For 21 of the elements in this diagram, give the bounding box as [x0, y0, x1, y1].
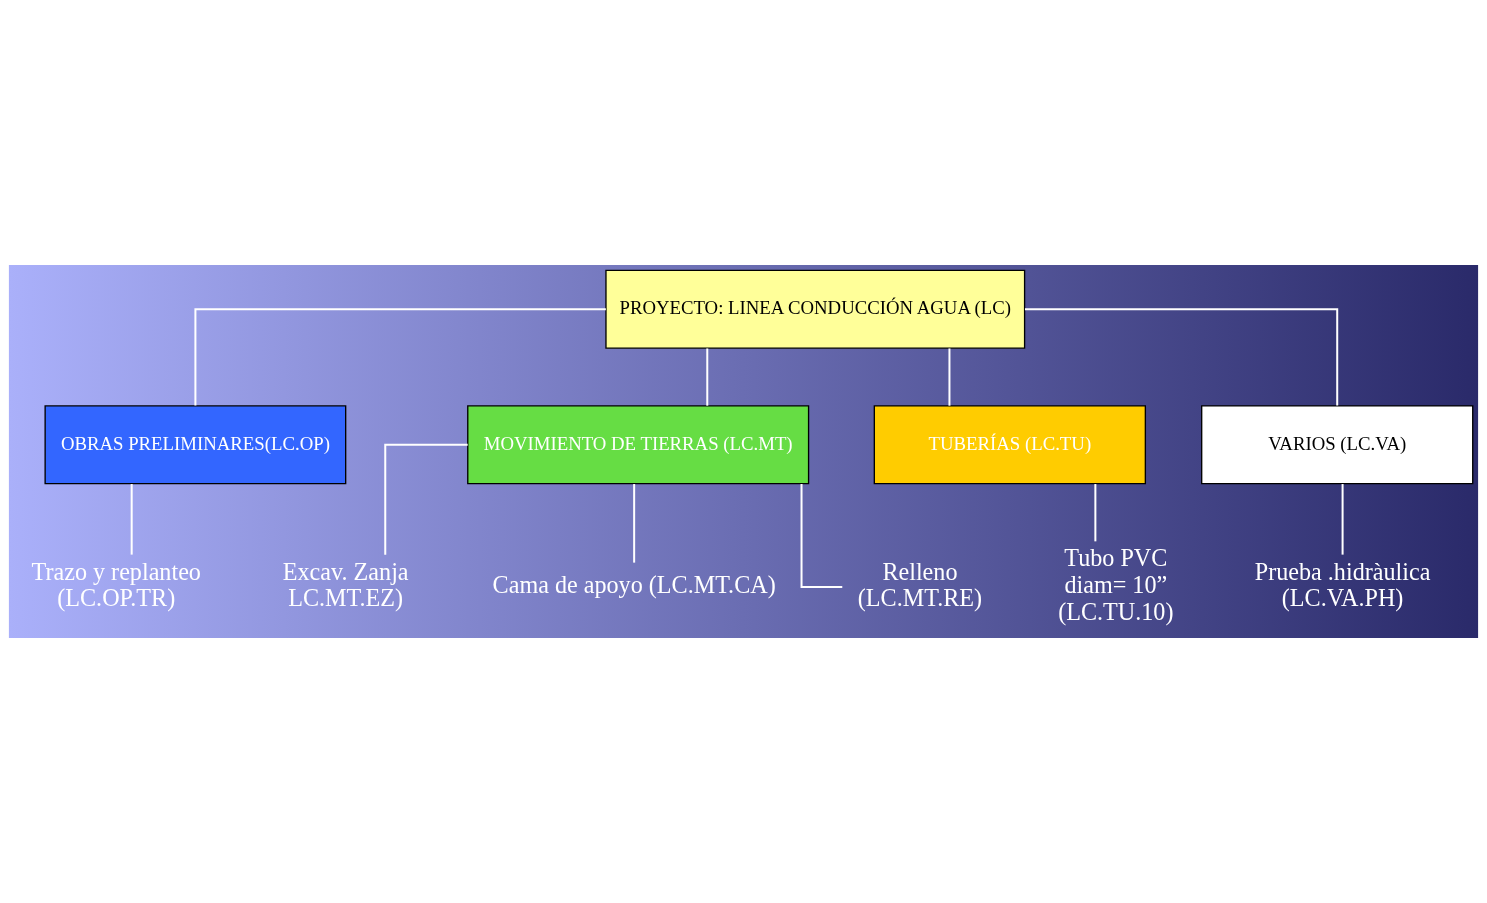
- node-box: PROYECTO: LINEA CONDUCCIÓN AGUA (LC): [605, 269, 1026, 349]
- connector: [706, 348, 709, 406]
- connector: [633, 484, 636, 563]
- connector: [948, 348, 951, 406]
- node-text: Prueba .hidràulica (LC.VA.PH): [1254, 557, 1431, 612]
- node-text: Tubo PVC diam= 10” (LC.TU.10): [1058, 544, 1174, 625]
- node-text: Cama de apoyo (LC.MT.CA): [492, 570, 776, 598]
- connector: [1024, 308, 1339, 406]
- node-text: Trazo y replanteo (LC.OP.TR): [31, 557, 201, 612]
- connector: [194, 308, 606, 406]
- node-box: MOVIMIENTO DE TIERRAS (LC.MT): [467, 405, 810, 485]
- connector: [1341, 484, 1344, 555]
- node-text: Excav. Zanja LC.MT.EZ): [282, 557, 409, 612]
- node-box: VARIOS (LC.VA): [1201, 405, 1474, 485]
- node-box: OBRAS PRELIMINARES(LC.OP): [44, 405, 347, 485]
- connector: [800, 484, 843, 588]
- connector: [130, 484, 133, 555]
- node-box: TUBERÍAS (LC.TU): [873, 405, 1146, 485]
- connector: [1094, 484, 1097, 542]
- connector: [384, 443, 468, 555]
- node-text: Relleno (LC.MT.RE): [857, 557, 983, 612]
